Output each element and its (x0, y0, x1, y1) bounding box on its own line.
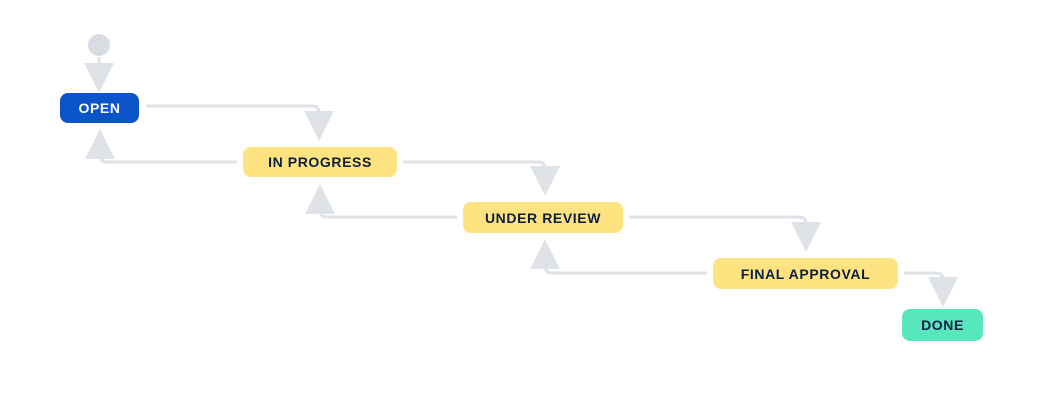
status-node-done[interactable]: DONE (902, 309, 983, 341)
transition-arrow-final-approval-to-done[interactable] (904, 271, 958, 307)
transition-arrow-under-review-to-in-progress[interactable] (305, 184, 457, 219)
status-label-in-progress: IN PROGRESS (268, 154, 372, 170)
transition-arrow-final-approval-to-under-review[interactable] (530, 239, 707, 275)
status-node-final-approval[interactable]: FINAL APPROVAL (713, 258, 898, 289)
status-label-done: DONE (921, 317, 964, 333)
transition-arrow-open-to-in-progress[interactable] (146, 104, 334, 141)
status-label-final-approval: FINAL APPROVAL (740, 265, 871, 282)
status-label-under-review: UNDER REVIEW (484, 209, 602, 226)
status-label-open: OPEN (78, 100, 121, 116)
transition-arrow-in-progress-to-open[interactable] (85, 129, 237, 164)
start-node-icon[interactable] (88, 34, 110, 56)
transition-arrow-in-progress-to-under-review[interactable] (403, 160, 560, 196)
status-node-under-review[interactable]: UNDER REVIEW (463, 202, 623, 233)
status-node-in-progress[interactable]: IN PROGRESS (243, 147, 397, 177)
status-node-open[interactable]: OPEN (60, 93, 139, 123)
transition-arrow-under-review-to-final-approval[interactable] (629, 215, 821, 252)
